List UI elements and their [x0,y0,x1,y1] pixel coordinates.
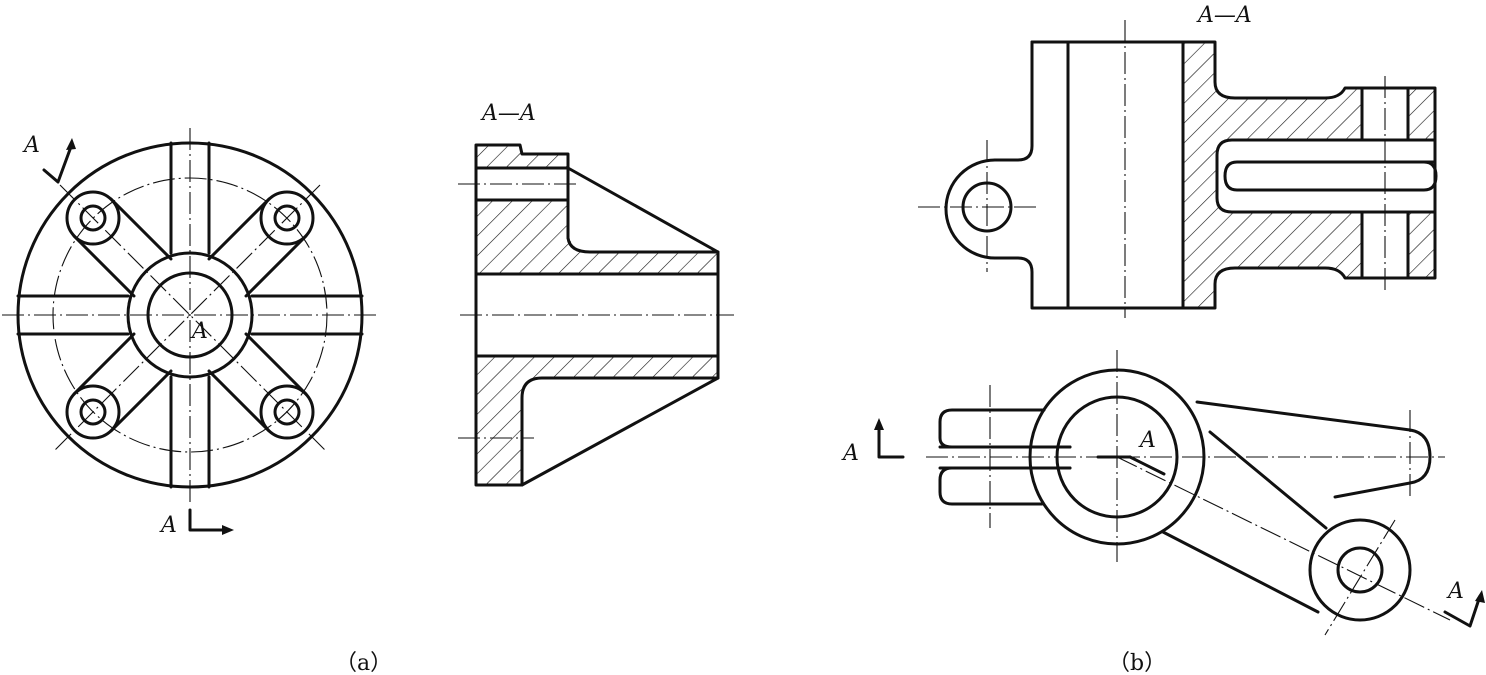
hatch-end-upper [1408,88,1435,140]
cut-label-right: A [1446,579,1464,604]
hatch-body-upper [476,200,718,274]
hatch-wall [1183,42,1362,308]
caption-a: （a） [335,651,392,675]
section-outline [474,143,720,487]
cut-label-left: A [841,441,859,466]
cut-label-center: A [1138,428,1156,453]
cutting-plane-b: A A A [841,418,1485,628]
figure-b-top-view: A A A [841,350,1485,636]
lug-upper-left [65,190,173,298]
figure-a-front-view: A A A [2,128,380,538]
figure-a-section-view: A—A [458,101,734,487]
cut-label-center: A [190,319,208,344]
cut-label-bottom: A [159,513,177,538]
vertical-rib [169,141,211,489]
hatch-end-lower [1408,212,1435,278]
ear-arc [944,158,997,260]
slot [1215,138,1437,214]
arm-boss-inner [1336,546,1384,594]
hatch-flange-top [476,145,568,168]
split-lug [938,408,1072,449]
hatch-body-lower [476,356,718,485]
lug-upper-right [207,190,315,298]
centerlines-a [2,128,380,502]
lug-lower-right [207,332,315,440]
figure-b-section-view: A—A [918,3,1438,318]
cutting-plane-a: A A A [22,133,234,538]
arm-right [1195,400,1432,499]
lug-lower-left [65,332,173,440]
arm-boss-outer [1308,518,1412,622]
section-title-b: A—A [1196,3,1252,28]
cut-label-top: A [22,133,40,158]
section-title-a: A—A [480,101,536,126]
caption-b: （b） [1108,651,1166,675]
horizontal-rib [16,294,364,336]
